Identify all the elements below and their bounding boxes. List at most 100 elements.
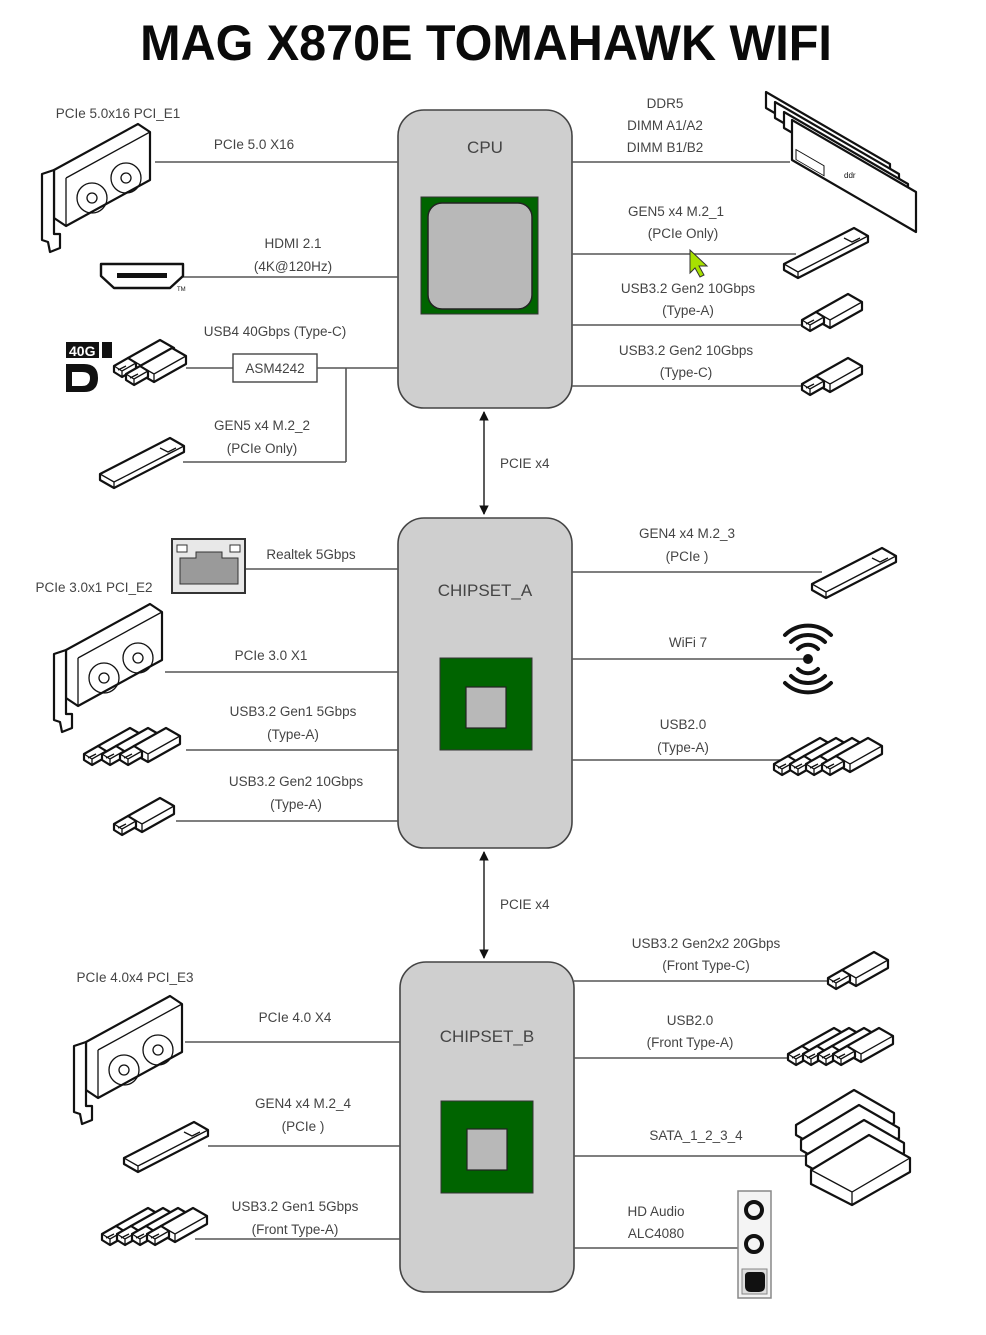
usb-stick-icon xyxy=(800,292,864,333)
link-label: GEN5 x4 M.2_1 xyxy=(628,204,724,219)
cpu-left-usb4: ASM4242 USB4 40Gbps (Type-C) 40G xyxy=(66,324,398,392)
chipset-a-right-wifi: WiFi 7 xyxy=(572,623,833,695)
sata-drives-icon xyxy=(794,1088,912,1207)
chipset-b-chip-icon xyxy=(440,1100,534,1194)
chipset-b-right-audio: HD Audio ALC4080 xyxy=(574,1190,772,1299)
link-label: (4K@120Hz) xyxy=(254,259,332,274)
link-label: USB3.2 Gen1 5Gbps xyxy=(230,704,357,719)
hdmi-port-icon: TM xyxy=(99,262,186,293)
mouse-cursor-icon xyxy=(689,248,709,278)
link-label: PCIe 4.0 X4 xyxy=(259,1010,332,1025)
cpu-right-ddr5: DDR5 DIMM A1/A2 DIMM B1/B2 ddr xyxy=(572,90,918,234)
wifi-signal-icon xyxy=(783,623,833,695)
link-label: HDMI 2.1 xyxy=(264,236,321,251)
link-label: DIMM A1/A2 xyxy=(627,118,703,133)
graphics-card-icon xyxy=(72,994,184,1126)
chipset-b-hub: CHIPSET_B xyxy=(399,961,575,1293)
chipset-b-right-front-usb2: USB2.0 (Front Type-A) xyxy=(574,1013,895,1067)
link-label: USB3.2 Gen2 10Gbps xyxy=(621,281,756,296)
link-label: PCIe 3.0 X1 xyxy=(235,648,308,663)
chipset-a-hub: CHIPSET_A xyxy=(397,517,573,849)
usb-stick-triple-icon xyxy=(82,726,182,767)
usb-stick-quad-icon xyxy=(100,1206,209,1247)
graphics-card-icon xyxy=(40,122,152,254)
device-label: PCIe 4.0x4 PCI_E3 xyxy=(76,970,193,985)
usb-c-dual-icon xyxy=(112,338,188,387)
link-label: (PCIe Only) xyxy=(648,226,719,241)
svg-text:ddr: ddr xyxy=(844,171,856,180)
link-label: (PCIe ) xyxy=(666,549,709,564)
link-chipset-a-chipset-b-label: PCIE x4 xyxy=(500,897,550,912)
device-label: PCIe 5.0x16 PCI_E1 xyxy=(56,106,181,121)
link-label: GEN5 x4 M.2_2 xyxy=(214,418,310,433)
link-label: SATA_1_2_3_4 xyxy=(649,1128,743,1143)
cpu-left-hdmi: HDMI 2.1 (4K@120Hz) TM xyxy=(99,236,398,293)
cpu-left-pcie-x16: PCIe 5.0x16 PCI_E1 PCIe 5.0 X16 xyxy=(40,106,398,254)
graphics-card-icon xyxy=(52,602,164,734)
chipset-b-label: CHIPSET_B xyxy=(440,1027,534,1046)
link-label: GEN4 x4 M.2_4 xyxy=(255,1096,352,1111)
chipset-a-left-pcie-x1: PCIe 3.0x1 PCI_E2 PCIe 3.0 X1 xyxy=(35,580,398,734)
usb-stick-icon xyxy=(800,356,864,397)
link-label: USB3.2 Gen2x2 20Gbps xyxy=(632,936,781,951)
diagram-title: MAG X870E TOMAHAWK WIFI xyxy=(140,15,832,71)
displayport-icon xyxy=(66,364,98,392)
link-chipset-a-chipset-b: PCIE x4 xyxy=(479,851,550,959)
chipset-a-right-m2-3: GEN4 x4 M.2_3 (PCIe ) xyxy=(572,526,898,600)
link-label: HD Audio xyxy=(627,1204,684,1219)
chipset-a-left-lan: Realtek 5Gbps xyxy=(171,538,398,594)
link-label: USB3.2 Gen2 10Gbps xyxy=(619,343,754,358)
cpu-right-usb-a: USB3.2 Gen2 10Gbps (Type-A) xyxy=(572,281,864,333)
link-label: WiFi 7 xyxy=(669,635,707,650)
link-label: USB3.2 Gen1 5Gbps xyxy=(232,1199,359,1214)
link-label: (Front Type-A) xyxy=(252,1222,339,1237)
link-cpu-chipset-a-label: PCIE x4 xyxy=(500,456,550,471)
link-cpu-chipset-a: PCIE x4 xyxy=(479,411,550,515)
link-label: (Front Type-A) xyxy=(647,1035,734,1050)
link-label: (Type-A) xyxy=(270,797,322,812)
svg-text:40G: 40G xyxy=(69,343,96,359)
m2-ssd-icon xyxy=(782,226,870,280)
cpu-label: CPU xyxy=(467,138,503,157)
usb-stick-icon xyxy=(112,796,176,837)
cpu-left-m2-2: GEN5 x4 M.2_2 (PCIe Only) xyxy=(98,368,347,490)
link-label: ALC4080 xyxy=(628,1226,684,1241)
chipset-a-left-usb-gen2: USB3.2 Gen2 10Gbps (Type-A) xyxy=(112,774,398,837)
ethernet-port-icon xyxy=(171,538,246,594)
ram-modules-icon: ddr xyxy=(764,90,918,234)
chipset-b-left-m2-4: GEN4 x4 M.2_4 (PCIe ) xyxy=(122,1096,400,1174)
audio-jacks-icon xyxy=(737,1190,772,1299)
chipset-b-left-pcie-x4: PCIe 4.0x4 PCI_E3 PCIe 4.0 X4 xyxy=(72,970,400,1126)
cpu-hub: CPU xyxy=(397,109,573,409)
m2-ssd-icon xyxy=(98,436,186,490)
link-label: (Front Type-C) xyxy=(662,958,750,973)
thunderbolt-40g-badge-icon: 40G xyxy=(66,342,112,359)
m2-ssd-icon xyxy=(122,1120,210,1174)
link-label: USB2.0 xyxy=(660,717,707,732)
cpu-right-usb-c: USB3.2 Gen2 10Gbps (Type-C) xyxy=(572,343,864,397)
chipset-a-left-usb-gen1: USB3.2 Gen1 5Gbps (Type-A) xyxy=(82,704,398,767)
link-label: (PCIe ) xyxy=(282,1119,325,1134)
link-label: USB2.0 xyxy=(667,1013,714,1028)
link-label: (Type-A) xyxy=(657,740,709,755)
chipset-a-label: CHIPSET_A xyxy=(438,581,533,600)
link-label: (Type-A) xyxy=(267,727,319,742)
m2-ssd-icon xyxy=(810,546,898,600)
chipset-b-right-front-usb-c: USB3.2 Gen2x2 20Gbps (Front Type-C) xyxy=(574,936,890,991)
chipset-a-right-usb2: USB2.0 (Type-A) xyxy=(572,717,884,777)
usb-stick-icon xyxy=(826,950,890,991)
link-label: Realtek 5Gbps xyxy=(266,547,356,562)
svg-text:TM: TM xyxy=(177,287,186,293)
link-label: (Type-C) xyxy=(660,365,713,380)
bridge-label: ASM4242 xyxy=(245,361,304,376)
link-label: DIMM B1/B2 xyxy=(627,140,704,155)
chipset-b-left-front-usb: USB3.2 Gen1 5Gbps (Front Type-A) xyxy=(100,1199,400,1247)
link-label: (Type-A) xyxy=(662,303,714,318)
link-label: USB4 40Gbps (Type-C) xyxy=(204,324,347,339)
device-label: PCIe 3.0x1 PCI_E2 xyxy=(35,580,152,595)
usb-stick-quad-icon xyxy=(772,736,884,777)
link-label: DDR5 xyxy=(647,96,684,111)
chipset-b-right-sata: SATA_1_2_3_4 xyxy=(574,1088,912,1207)
usb-stick-quad-icon xyxy=(786,1026,895,1067)
